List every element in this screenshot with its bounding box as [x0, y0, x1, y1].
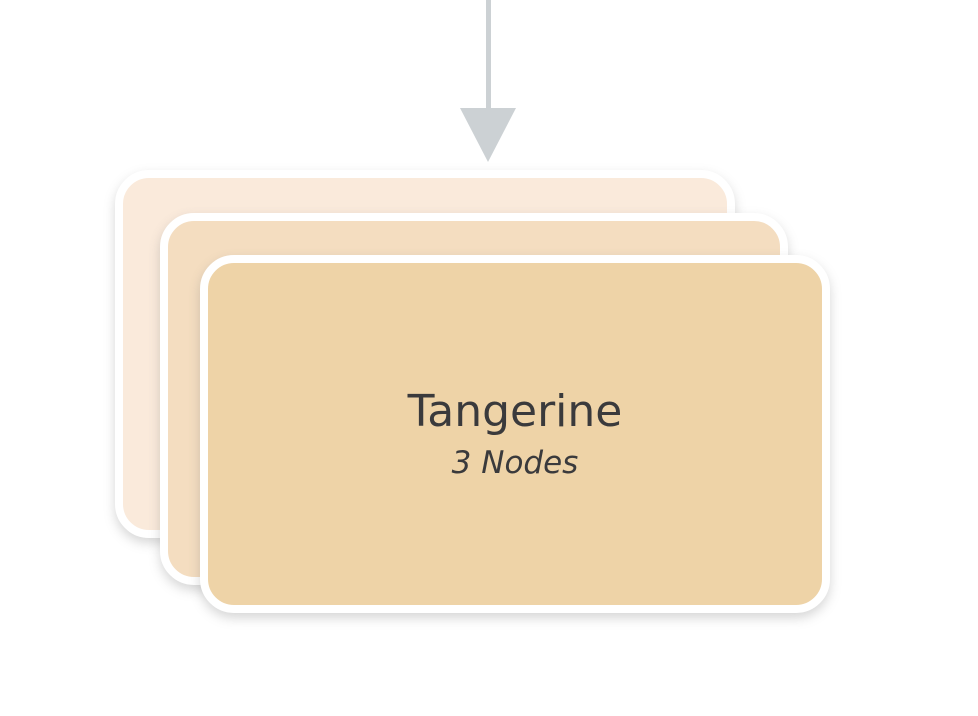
arrow-head-icon	[460, 108, 516, 162]
node-group-subtitle: 3 Nodes	[451, 445, 579, 482]
incoming-arrow	[455, 0, 525, 170]
arrow-line-icon	[486, 0, 491, 110]
stack-card-front[interactable]: Tangerine 3 Nodes	[200, 255, 830, 613]
node-group-title: Tangerine	[407, 385, 623, 437]
